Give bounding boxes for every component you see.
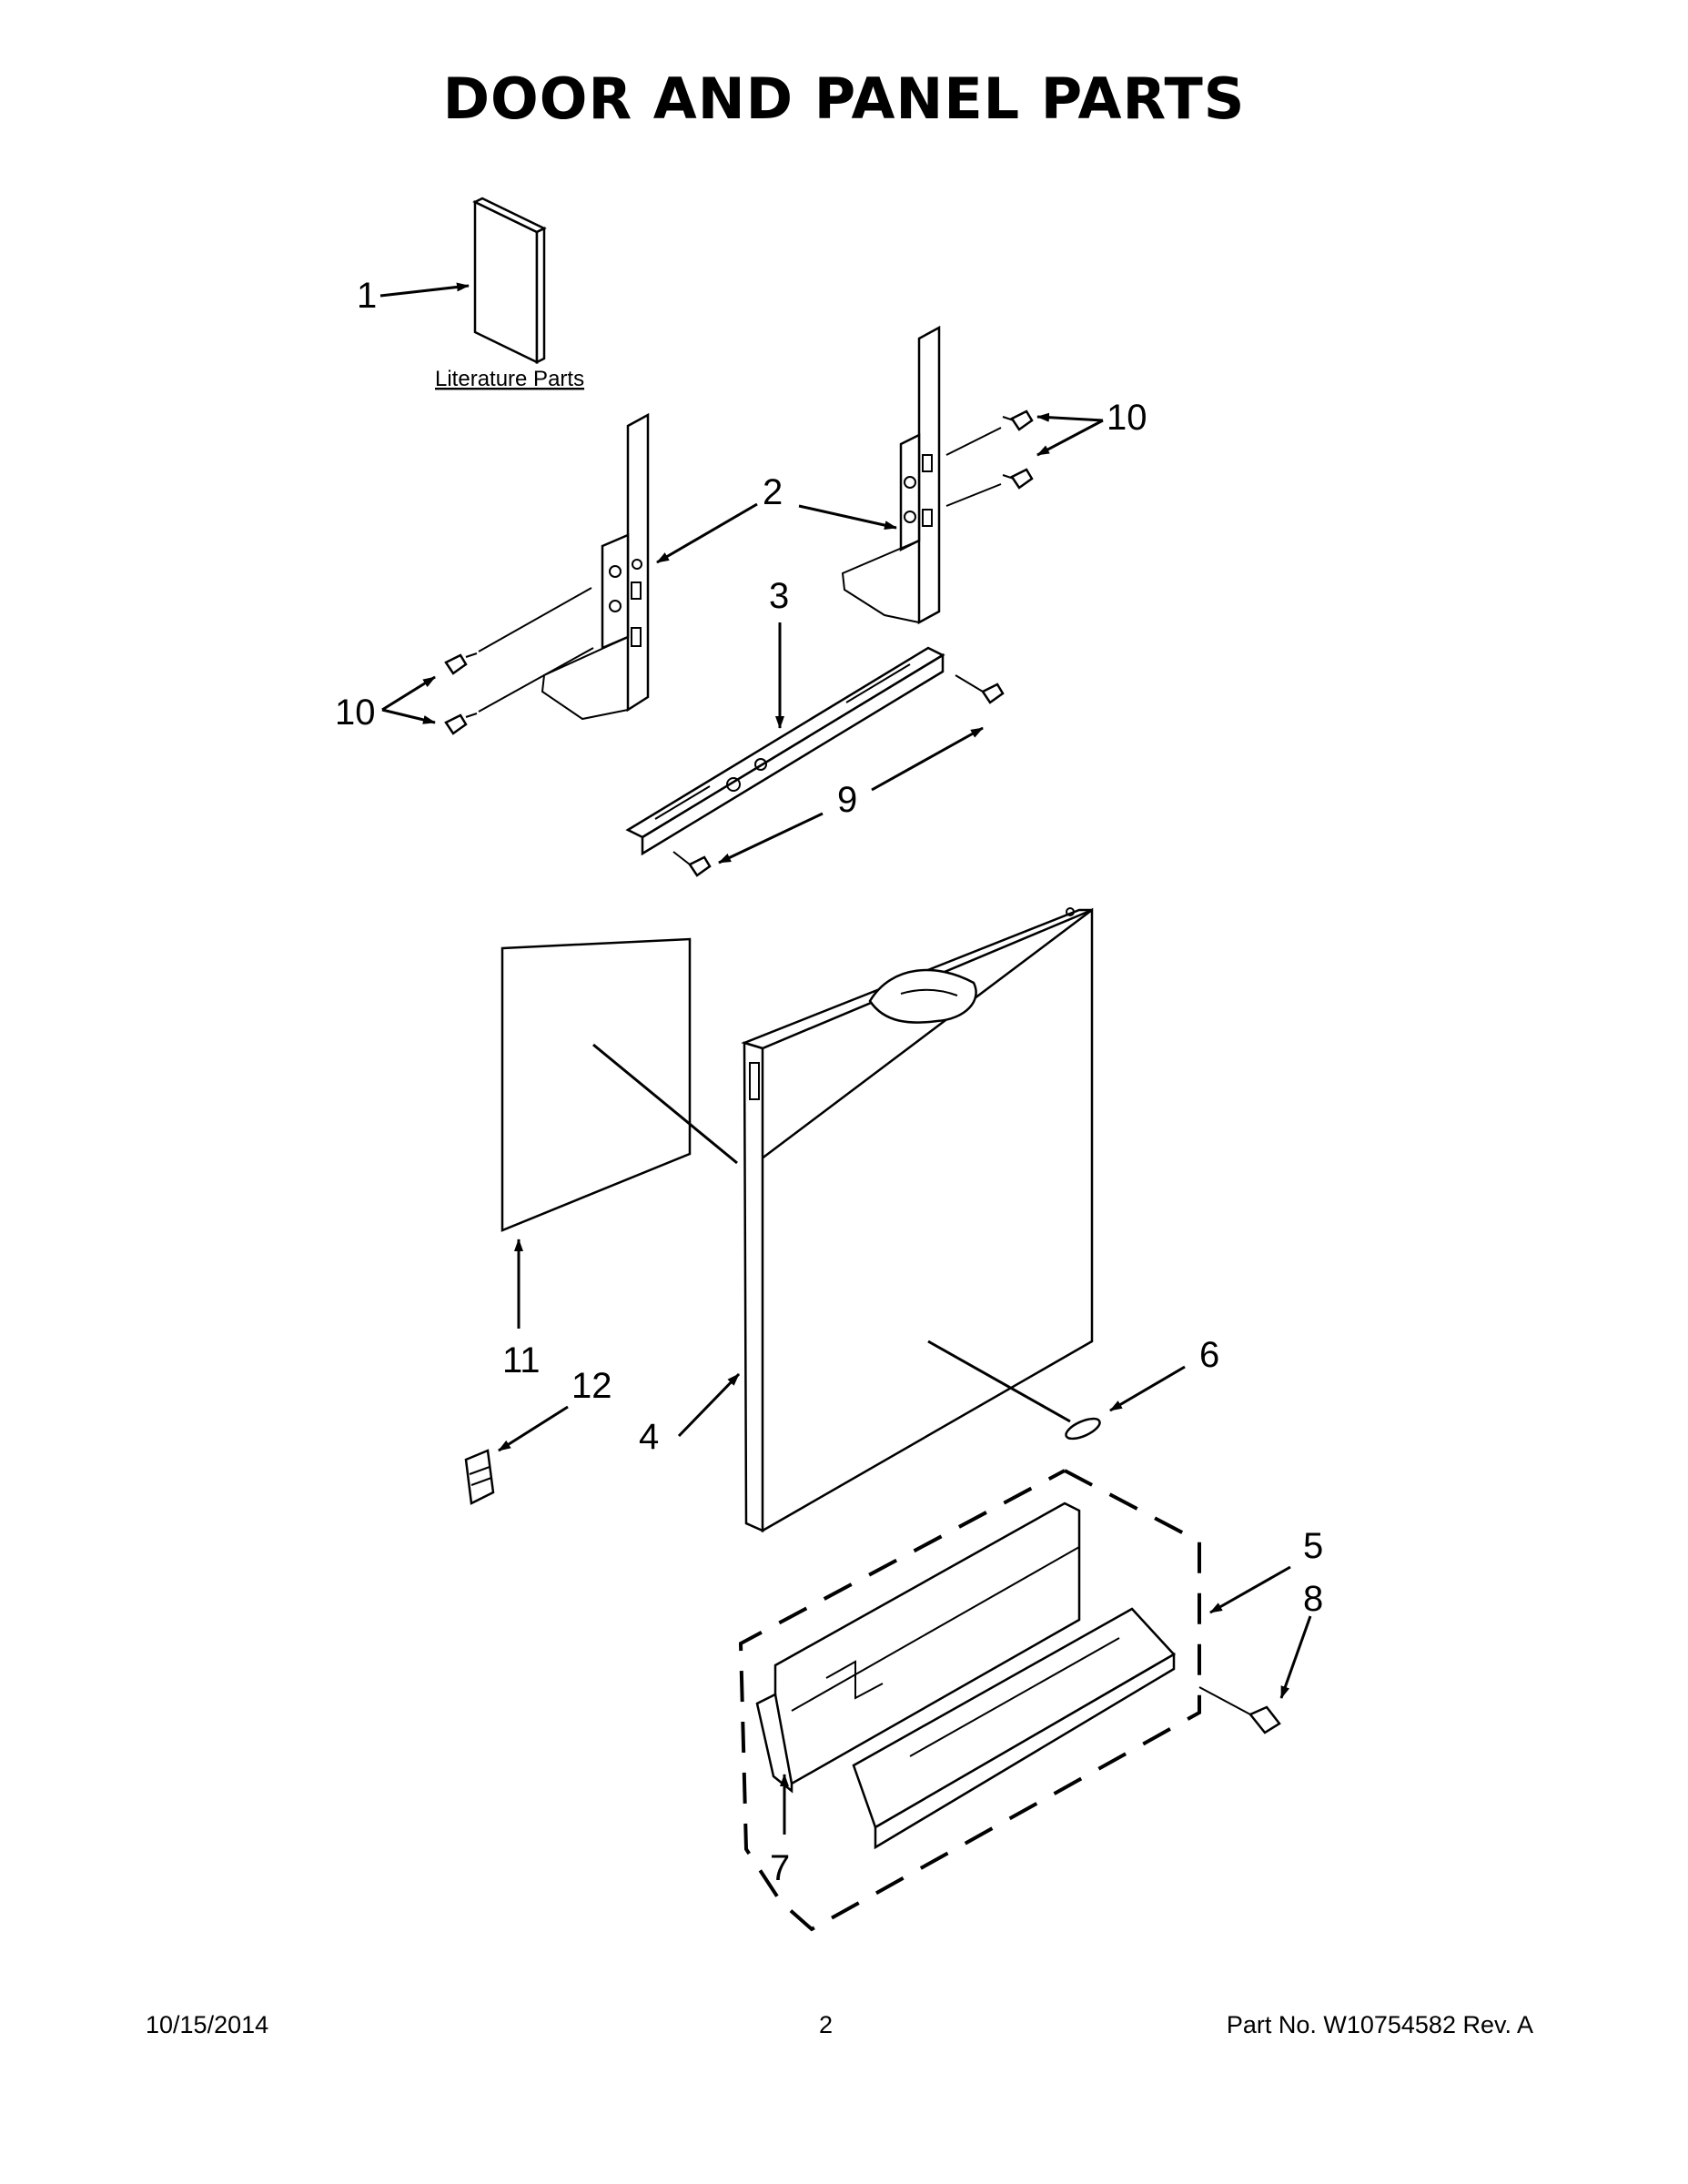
callout-10-right: 10: [1107, 398, 1147, 438]
leader-10-right-b: [1036, 419, 1104, 457]
rail-screw-left: [672, 851, 712, 877]
leader-9-left: [718, 812, 824, 864]
leader-2-right: [798, 504, 897, 531]
leader-6: [1109, 1365, 1186, 1412]
gasket: [1065, 1417, 1101, 1441]
clip: [464, 1449, 495, 1505]
leader-2-left: [656, 502, 758, 564]
rail-screw-right: [955, 674, 1005, 704]
screw-line-2: [945, 483, 1002, 507]
callout-6: 6: [1199, 1335, 1219, 1375]
screw-left-2: [444, 713, 478, 735]
leader-9-right: [871, 726, 984, 792]
callout-12: 12: [571, 1366, 612, 1406]
callout-7: 7: [770, 1848, 790, 1888]
footer-part-number: Part No. W10754582 Rev. A: [1226, 2011, 1533, 2038]
leader-12: [498, 1405, 569, 1452]
console-trim-strip: [852, 1607, 1176, 1850]
leader-4: [677, 1372, 741, 1438]
console-panel: [755, 1502, 1081, 1794]
leader-10-left-a: [381, 675, 436, 712]
callout-10-left: 10: [335, 693, 376, 733]
literature-parts-label: Literature Parts: [435, 367, 584, 391]
console-assembly-outline: [738, 1469, 1201, 1932]
leader-10-left-b: [381, 708, 436, 724]
leader-8: [1279, 1615, 1312, 1699]
left-hinge-bracket: [541, 412, 650, 721]
leader-5: [1209, 1565, 1291, 1614]
callout-3: 3: [769, 576, 789, 616]
callout-11: 11: [502, 1340, 541, 1380]
screw-left-1: [444, 652, 478, 675]
screw-line-4: [478, 647, 594, 713]
callout-8: 8: [1303, 1579, 1323, 1619]
footer-page-number: 2: [819, 2011, 834, 2038]
right-hinge-bracket: [841, 325, 941, 625]
callout-4: 4: [639, 1417, 659, 1457]
screw-line-3: [478, 587, 592, 652]
knob: [1198, 1686, 1281, 1734]
callout-9: 9: [837, 780, 857, 820]
leader-1: [379, 282, 470, 298]
leader-10-right-a: [1036, 412, 1104, 422]
page-title: DOOR AND PANEL PARTS: [442, 66, 1246, 132]
callout-5: 5: [1303, 1526, 1323, 1566]
door-panel: [741, 907, 1094, 1533]
panel-attach-line: [592, 1043, 738, 1165]
footer-date: 10/15/2014: [146, 2011, 269, 2038]
literature-booklet: [472, 197, 547, 365]
callout-2: 2: [763, 472, 783, 512]
callout-1: 1: [357, 276, 377, 316]
screw-upper-right-2: [1002, 468, 1034, 490]
screw-upper-right-1: [1002, 410, 1034, 431]
insulation-panel: [500, 937, 692, 1232]
screw-line-1: [945, 427, 1002, 456]
door-rail: [625, 646, 945, 856]
gasket-attach-line: [927, 1340, 1071, 1423]
